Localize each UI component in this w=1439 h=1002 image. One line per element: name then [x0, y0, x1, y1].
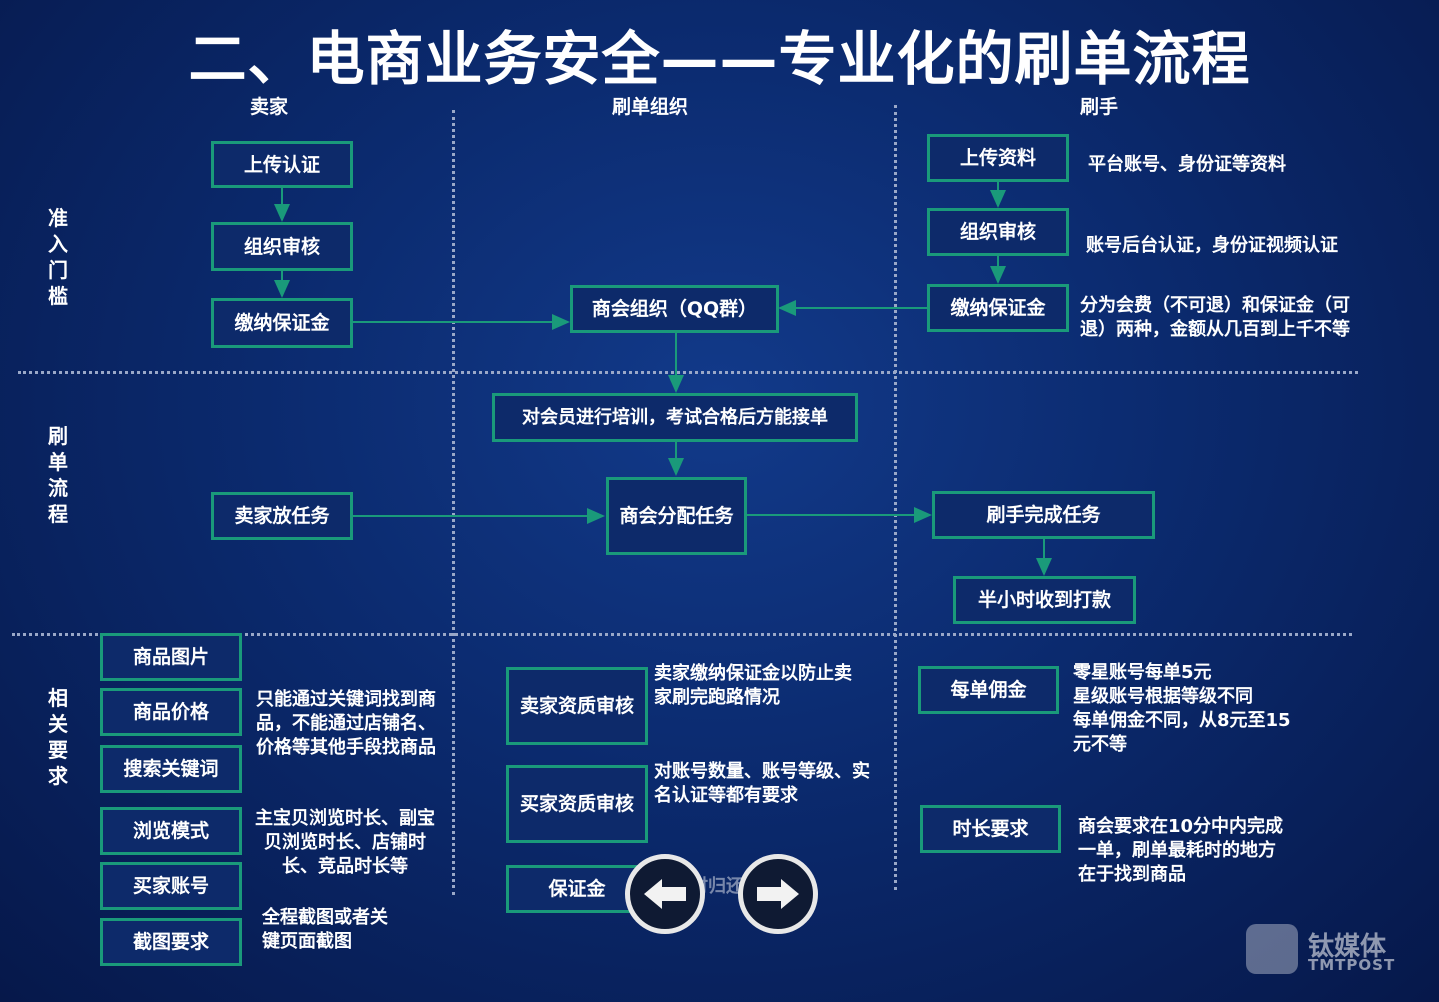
- brusher-note-upload: 平台账号、身份证等资料: [1088, 154, 1286, 175]
- column-header-brusher: 刷手: [1080, 96, 1119, 118]
- arrow-left-icon: [644, 879, 686, 909]
- org-group-box: 商会组织（QQ群）: [570, 285, 779, 333]
- row-divider-top: [18, 371, 1358, 374]
- brusher-req-note-commission: 零星账号每单5元 星级账号根据等级不同 每单佣金不同，从8元至15元不等: [1073, 662, 1291, 755]
- previous-slide-button[interactable]: [625, 854, 705, 934]
- row-header-entry: 准入门槛: [48, 206, 68, 308]
- tmtpost-logo-icon: [1246, 924, 1298, 974]
- column-header-seller: 卖家: [250, 96, 289, 118]
- seller-req-screenshot: 截图要求: [100, 918, 242, 966]
- seller-req-images: 商品图片: [100, 633, 242, 681]
- column-divider-right: [894, 105, 897, 890]
- seller-req-buyer-account: 买家账号: [100, 862, 242, 910]
- column-divider-left: [452, 110, 455, 895]
- brusher-note-review: 账号后台认证，身份证视频认证: [1086, 235, 1338, 256]
- brusher-paid-box: 半小时收到打款: [953, 576, 1136, 624]
- org-req-note-seller: 卖家缴纳保证金以防止卖家刷完跑路情况: [654, 663, 852, 708]
- org-req-buyer-qual: 买家资质审核: [506, 765, 648, 843]
- seller-req-note-keywords: 只能通过关键词找到商品，不能通过店铺名、价格等其他手段找商品: [256, 689, 436, 758]
- org-req-deposit: 保证金: [506, 865, 648, 913]
- brusher-req-duration: 时长要求: [920, 805, 1061, 853]
- column-header-org: 刷单组织: [612, 96, 689, 118]
- row-header-requirements: 相关要求: [48, 686, 68, 788]
- seller-req-note-browse: 主宝贝浏览时长、副宝贝浏览时长、店铺时长、竞品时长等: [255, 808, 435, 877]
- org-assign-box: 商会分配任务: [606, 477, 747, 555]
- seller-task-box: 卖家放任务: [211, 492, 353, 540]
- brusher-complete-box: 刷手完成任务: [932, 491, 1155, 539]
- seller-req-price: 商品价格: [100, 688, 242, 736]
- seller-upload-cert-box: 上传认证: [211, 141, 353, 188]
- watermark-sub: TMTPOST: [1308, 956, 1396, 974]
- seller-req-keywords: 搜索关键词: [100, 745, 242, 793]
- org-req-seller-qual: 卖家资质审核: [506, 667, 648, 745]
- seller-req-browse: 浏览模式: [100, 807, 242, 855]
- brusher-req-note-duration: 商会要求在10分中内完成一单，刷单最耗时的地方在于找到商品: [1078, 816, 1284, 885]
- seller-org-review-box: 组织审核: [211, 222, 353, 271]
- brusher-deposit-box: 缴纳保证金: [927, 284, 1069, 332]
- brusher-req-commission: 每单佣金: [918, 666, 1059, 714]
- brusher-org-review-box: 组织审核: [927, 208, 1069, 256]
- seller-deposit-box: 缴纳保证金: [211, 298, 353, 348]
- watermark-brand: 钛媒体: [1308, 932, 1387, 962]
- row-header-flow: 刷单流程: [48, 424, 68, 526]
- arrow-right-icon: [757, 879, 799, 909]
- brusher-upload-info-box: 上传资料: [927, 134, 1069, 182]
- seller-req-note-screenshot: 全程截图或者关键页面截图: [262, 907, 388, 952]
- brusher-note-deposit: 分为会费（不可退）和保证金（可退）两种，金额从几百到上千不等: [1080, 295, 1350, 340]
- org-req-note-buyer: 对账号数量、账号等级、实名认证等都有要求: [654, 761, 870, 806]
- slide-title: 二、电商业务安全——专业化的刷单流程: [188, 25, 1251, 93]
- next-slide-button[interactable]: [738, 854, 818, 934]
- org-training-box: 对会员进行培训，考试合格后方能接单: [492, 393, 858, 442]
- row-divider-bottom: [12, 633, 1352, 636]
